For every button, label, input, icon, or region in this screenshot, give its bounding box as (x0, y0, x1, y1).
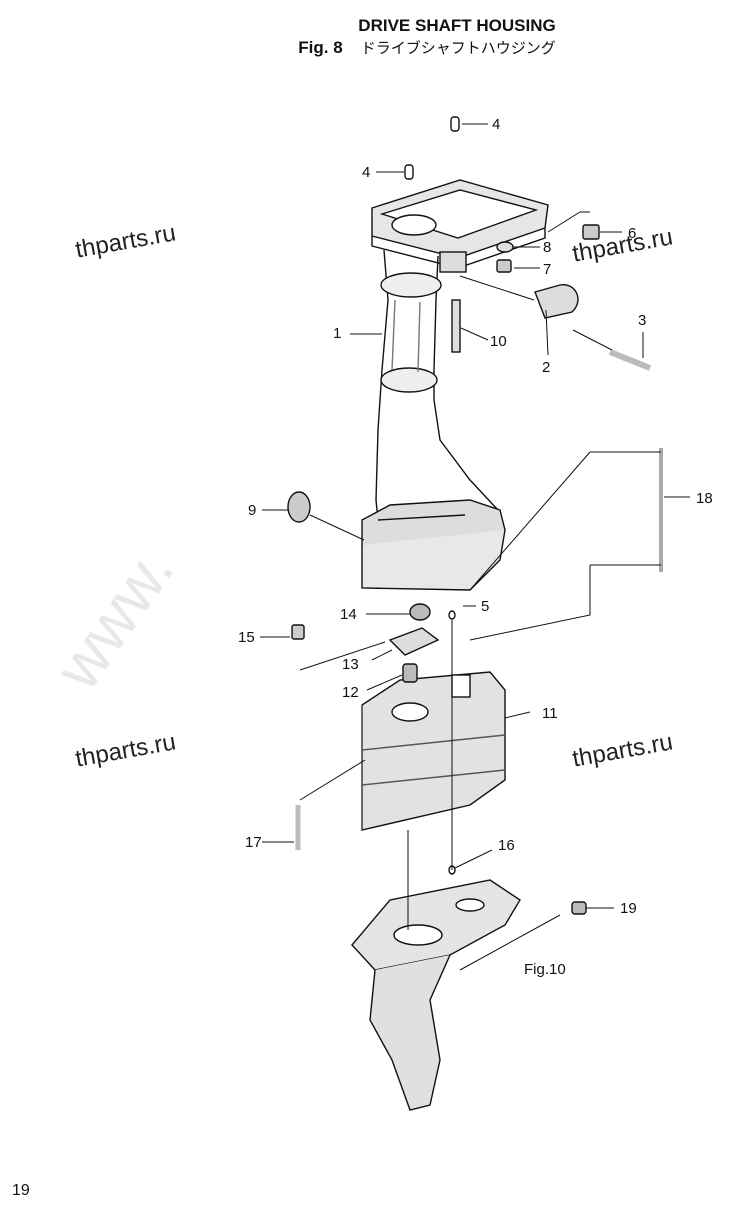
callout-13: 13 (342, 656, 359, 673)
callout-5: 5 (481, 598, 490, 615)
callout-2: 2 (542, 359, 551, 376)
callout-8: 8 (543, 239, 552, 256)
page-title: DRIVE SHAFT HOUSING (358, 16, 556, 35)
callout-4: 4 (362, 164, 371, 181)
figure-number: Fig. 8 (298, 38, 343, 57)
callout-15: 15 (238, 629, 255, 646)
callout-7: 7 (543, 261, 552, 278)
callout-6: 6 (628, 225, 637, 242)
callout-16: 16 (498, 837, 515, 854)
callout-18: 18 (696, 490, 713, 507)
callout-1: 1 (333, 325, 342, 342)
upper-tube (375, 249, 499, 521)
callout-17: 17 (245, 834, 262, 851)
callout-3: 3 (638, 312, 647, 329)
callout-9: 9 (248, 502, 257, 519)
callout-19: 19 (620, 900, 637, 917)
callout-4-top: 4 (492, 116, 501, 133)
figure-reference[interactable]: Fig.10 (524, 961, 566, 978)
figure-caption: Fig. 8 ドライブシャフトハウジング (60, 37, 734, 58)
lower-housing (361, 671, 506, 831)
lower-plate (361, 499, 506, 591)
title-japanese: ドライブシャフトハウジング (360, 39, 556, 57)
leader-lines (260, 123, 690, 971)
page-number: 19 (12, 1182, 30, 1199)
callout-11: 11 (542, 705, 558, 722)
gear-case (351, 879, 521, 1111)
callout-14: 14 (340, 606, 357, 623)
upper-mount-plate (371, 179, 549, 273)
callout-12: 12 (342, 684, 359, 701)
callout-10: 10 (490, 333, 507, 350)
small-parts (287, 116, 663, 915)
